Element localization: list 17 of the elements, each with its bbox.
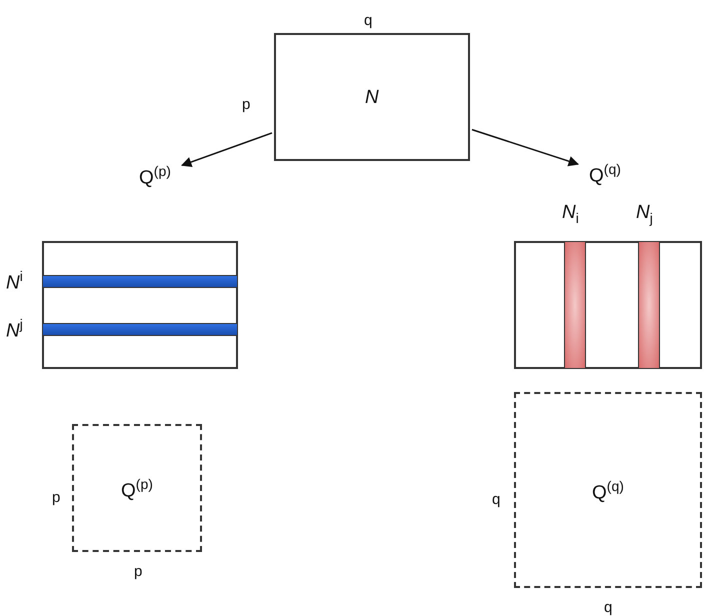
dimension-label: p <box>242 97 250 112</box>
dimension-label: q <box>492 492 500 507</box>
dimension-label: q <box>604 600 612 615</box>
column-label: N$_{i}$ <box>562 203 579 225</box>
matrix-symbol: N <box>365 88 379 106</box>
dimension-label: q <box>364 13 372 28</box>
arrow <box>472 128 579 166</box>
matrix-symbol: Q$^{(p)}$ <box>121 476 153 500</box>
row-label: N$^{j}$ <box>6 317 23 340</box>
matrix-symbol: Q$^{(q)}$ <box>589 162 621 185</box>
column-label: N$_{j}$ <box>636 203 653 225</box>
matrix-symbol: Q$^{(q)}$ <box>592 478 624 502</box>
dimension-label: p <box>134 564 142 579</box>
dimension-label: p <box>52 490 60 505</box>
row-label: N$^{i}$ <box>6 269 23 292</box>
matrix-symbol: Q$^{(p)}$ <box>139 164 171 187</box>
arrow <box>181 132 272 168</box>
